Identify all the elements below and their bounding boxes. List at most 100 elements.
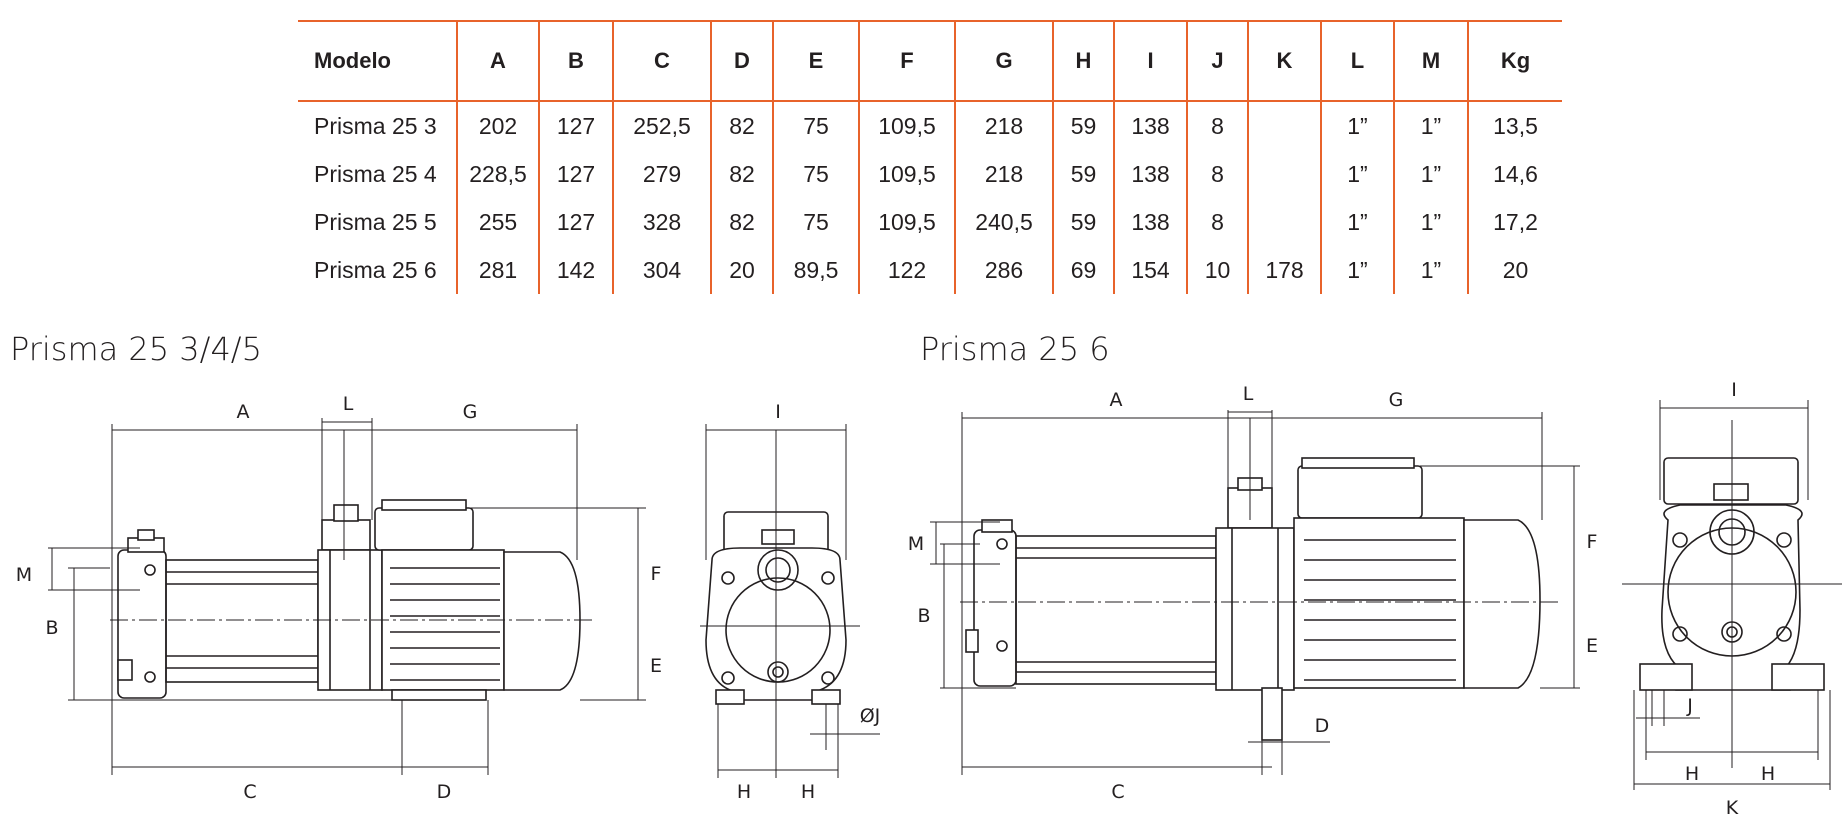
- table-cell: 202: [456, 101, 539, 150]
- dim-label-h: H: [1685, 763, 1699, 785]
- table-cell: 1”: [1393, 198, 1468, 246]
- table-cell: 59: [1052, 101, 1114, 150]
- table-cell: 328: [612, 198, 711, 246]
- table-cell: 59: [1052, 150, 1114, 198]
- table-cell: 252,5: [612, 101, 711, 150]
- table-cell: 89,5: [772, 246, 859, 294]
- dimensions-table: Modelo A B C D E F G H I J K L M Kg Pris…: [298, 20, 1562, 294]
- table-cell: 59: [1052, 198, 1114, 246]
- dim-label-c: C: [243, 781, 256, 803]
- dim-label-a: A: [1110, 389, 1123, 411]
- column-header: H: [1052, 20, 1114, 102]
- table-cell: 279: [612, 150, 711, 198]
- table-cell: 218: [954, 101, 1053, 150]
- column-header: Kg: [1467, 20, 1562, 102]
- table-cell: 1”: [1320, 246, 1394, 294]
- dim-label-d: D: [437, 781, 452, 803]
- column-header: L: [1320, 20, 1394, 102]
- dim-label-m: M: [16, 564, 32, 586]
- table-cell: 82: [710, 198, 773, 246]
- dim-label-b: B: [45, 617, 58, 639]
- table-cell: 286: [954, 246, 1053, 294]
- table-row: Prisma 25 6 281 142 304 20 89,5 122 286 …: [298, 246, 1562, 294]
- table-cell: 1”: [1393, 101, 1468, 150]
- table-cell: 75: [772, 150, 859, 198]
- dim-label-l: L: [343, 393, 354, 415]
- table-cell: 8: [1186, 198, 1248, 246]
- dim-label-h: H: [1761, 763, 1775, 785]
- table-row: Prisma 25 4 228,5 127 279 82 75 109,5 21…: [298, 150, 1562, 198]
- model-cell: Prisma 25 4: [314, 160, 437, 187]
- table-cell: 281: [456, 246, 539, 294]
- column-header: F: [858, 20, 955, 102]
- dim-label-e: E: [1586, 635, 1598, 657]
- dim-label-j: ØJ: [860, 705, 881, 727]
- table-cell: 75: [772, 198, 859, 246]
- table-cell: 1”: [1393, 246, 1468, 294]
- table-cell: 1”: [1320, 101, 1394, 150]
- table-cell: 75: [772, 101, 859, 150]
- dim-label-e: E: [650, 655, 662, 677]
- dim-label-k: K: [1726, 797, 1739, 819]
- dim-label-f: F: [651, 563, 662, 585]
- column-header: D: [710, 20, 773, 102]
- column-header: J: [1186, 20, 1248, 102]
- table-cell: 304: [612, 246, 711, 294]
- table-cell: 109,5: [858, 198, 955, 246]
- dim-label-h: H: [801, 781, 815, 803]
- table-cell: 20: [1467, 246, 1562, 294]
- dim-label-b: B: [917, 605, 930, 627]
- table-cell: 142: [538, 246, 613, 294]
- model-cell: Prisma 25 5: [314, 208, 437, 235]
- table-row: Prisma 25 3 202 127 252,5 82 75 109,5 21…: [298, 101, 1562, 150]
- table-cell: 228,5: [456, 150, 539, 198]
- dim-label-i: I: [775, 401, 781, 423]
- table-cell: 82: [710, 101, 773, 150]
- table-cell: [1247, 150, 1321, 198]
- table-cell: 20: [710, 246, 773, 294]
- right-front-view: I J H H K: [1622, 379, 1842, 819]
- table-cell: 109,5: [858, 101, 955, 150]
- column-header: K: [1247, 20, 1321, 102]
- table-cell: 1”: [1320, 150, 1394, 198]
- table-cell: [1247, 198, 1321, 246]
- table-cell: 109,5: [858, 150, 955, 198]
- table-cell: 178: [1247, 246, 1321, 294]
- right-side-view: A L G M B F E C D: [908, 383, 1598, 803]
- table-cell: 127: [538, 198, 613, 246]
- column-header: E: [772, 20, 859, 102]
- left-side-view: A L G M B F E C D: [16, 393, 662, 803]
- column-header: G: [954, 20, 1053, 102]
- dim-label-c: C: [1111, 781, 1124, 803]
- table-cell: 127: [538, 101, 613, 150]
- column-header: A: [456, 20, 539, 102]
- table-cell: 154: [1113, 246, 1187, 294]
- dim-label-a: A: [237, 401, 250, 423]
- table-cell: 8: [1186, 101, 1248, 150]
- table-cell: 1”: [1320, 198, 1394, 246]
- table-cell: 138: [1113, 198, 1187, 246]
- model-cell: Prisma 25 6: [314, 256, 437, 283]
- table-cell: 10: [1186, 246, 1248, 294]
- left-section-title: Prisma 25 3/4/5: [10, 330, 262, 368]
- dim-label-d: D: [1315, 715, 1330, 737]
- dim-label-g: G: [1389, 389, 1404, 411]
- table-cell: 122: [858, 246, 955, 294]
- table-cell: 69: [1052, 246, 1114, 294]
- column-header: Modelo: [298, 20, 457, 102]
- left-front-view: I ØJ H H: [700, 401, 880, 803]
- column-header: I: [1113, 20, 1187, 102]
- table-cell: [1247, 101, 1321, 150]
- table-cell: 8: [1186, 150, 1248, 198]
- dim-label-m: M: [908, 533, 924, 555]
- table-cell: 1”: [1393, 150, 1468, 198]
- model-cell: Prisma 25 3: [314, 112, 437, 139]
- column-header: B: [538, 20, 613, 102]
- table-row: Prisma 25 5 255 127 328 82 75 109,5 240,…: [298, 198, 1562, 246]
- table-cell: 82: [710, 150, 773, 198]
- dim-label-j: J: [1686, 695, 1693, 717]
- table-cell: 127: [538, 150, 613, 198]
- table-cell: 138: [1113, 150, 1187, 198]
- dim-label-f: F: [1587, 531, 1598, 553]
- dim-label-l: L: [1243, 383, 1254, 405]
